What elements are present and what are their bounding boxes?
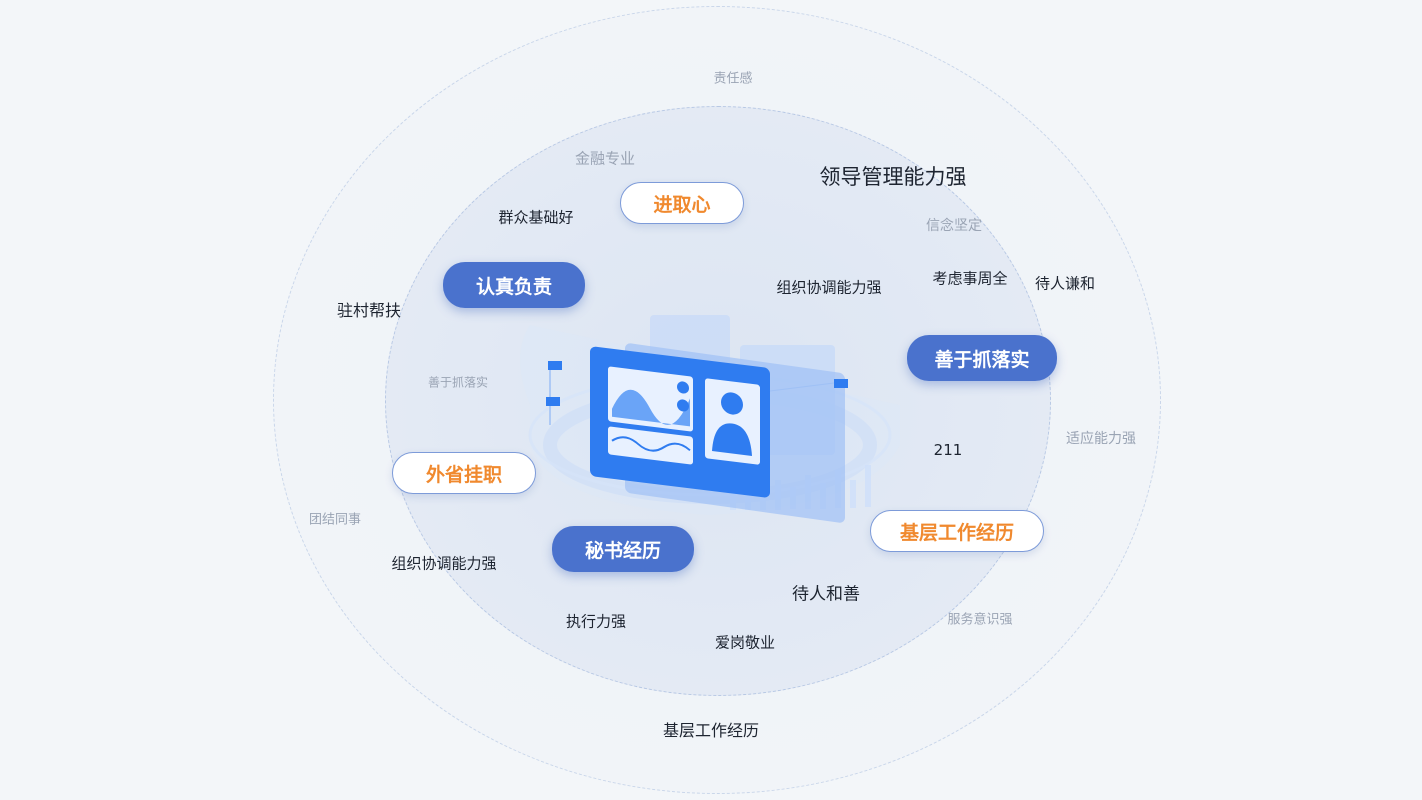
pill-renzhen[interactable]: 认真负责 — [443, 262, 585, 308]
word-zuzhi-top: 组织协调能力强 — [776, 278, 882, 297]
pill-jinqu[interactable]: 进取心 — [620, 182, 744, 224]
pill-shanyu[interactable]: 善于抓落实 — [907, 335, 1057, 381]
dashboard-profile-illustration-icon — [520, 315, 900, 523]
word-jiceng-bottom: 基层工作经历 — [662, 721, 760, 740]
word-zhucun: 驻村帮扶 — [336, 301, 402, 320]
word-zuzhi-bottom: 组织协调能力强 — [391, 554, 497, 573]
word-tuanjie: 团结同事 — [308, 512, 362, 528]
word-shanyu-small: 善于抓落实 — [427, 375, 489, 390]
word-211: 211 — [933, 441, 963, 459]
pill-waisheng[interactable]: 外省挂职 — [392, 452, 536, 494]
word-zhixing: 执行力强 — [565, 612, 627, 631]
word-lingdao: 领导管理能力强 — [819, 165, 967, 189]
word-qunzhong: 群众基础好 — [498, 208, 574, 227]
pill-mishu[interactable]: 秘书经历 — [552, 526, 694, 572]
word-jinrong: 金融专业 — [574, 149, 636, 168]
word-dairen-qian: 待人谦和 — [1034, 274, 1096, 293]
word-zeren: 责任感 — [713, 71, 753, 87]
word-dairen-he: 待人和善 — [792, 584, 860, 605]
word-aigang: 爱岗敬业 — [714, 633, 776, 652]
word-xinnian: 信念坚定 — [926, 218, 982, 234]
word-fuwu: 服务意识强 — [947, 612, 1013, 628]
word-shiying: 适应能力强 — [1066, 431, 1136, 447]
pill-jiceng[interactable]: 基层工作经历 — [870, 510, 1044, 552]
word-kaolv: 考虑事周全 — [932, 269, 1008, 288]
